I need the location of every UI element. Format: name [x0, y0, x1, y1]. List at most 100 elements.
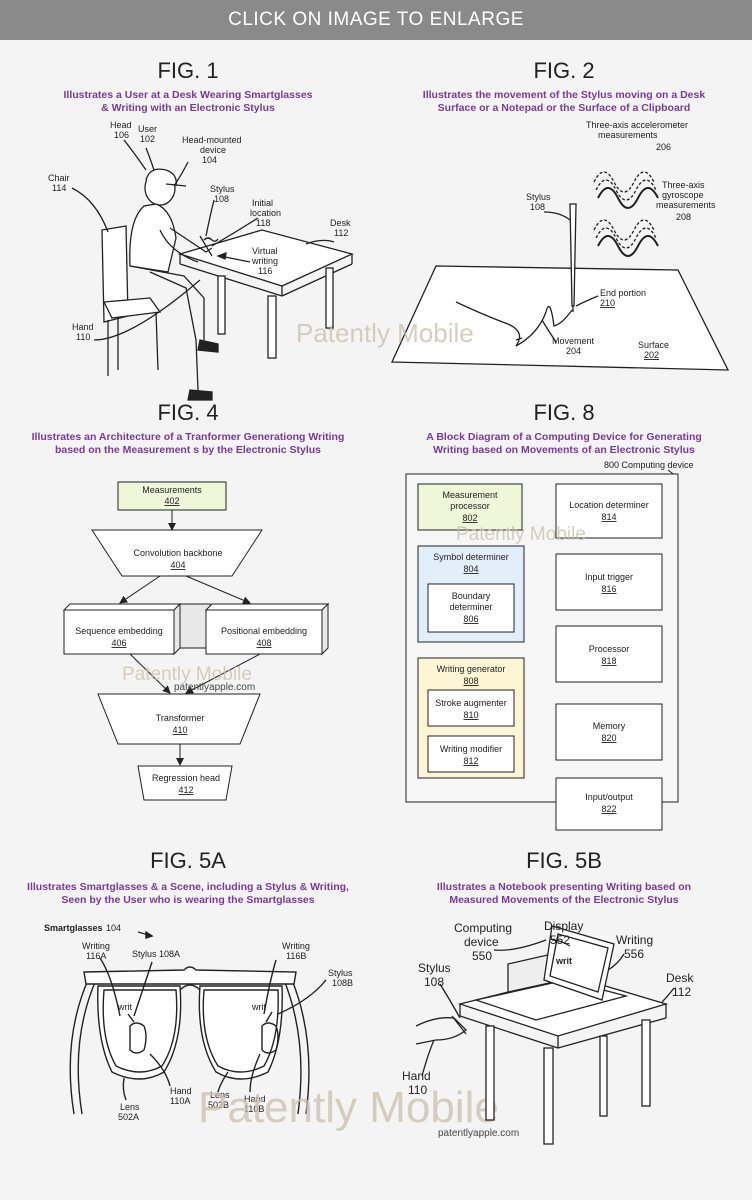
fig8-wm-label: Writing modifier: [440, 744, 502, 754]
fig5b-label-desk-num: 112: [672, 985, 691, 999]
fig5a-caption-line1: Illustrates Smartglasses & a Scene, incl…: [27, 881, 349, 893]
fig5a-writ-a: writ: [117, 1002, 132, 1012]
fig8-boundary-determiner-box: [427, 583, 515, 633]
fig1-label-initial-num: 118: [256, 218, 270, 228]
fig5b-title: FIG. 5B: [526, 848, 602, 873]
fig5a-label-lens-a-num: 502A: [118, 1112, 139, 1122]
fig8-memory-box: [555, 703, 663, 761]
fig1-label-virtual-2: writing: [251, 256, 278, 266]
fig5b-label-writing-num: 556: [624, 947, 644, 961]
fig5a-label-stylus-a: Stylus 108A: [132, 949, 180, 959]
fig1-label-hmd-num: 104: [202, 155, 217, 165]
fig5a-label-hand-b-num: 110B: [244, 1104, 264, 1114]
fig5b-caption-line1: Illustrates a Notebook presenting Writin…: [436, 881, 692, 893]
fig5a-label-hand-a-num: 110A: [170, 1096, 190, 1106]
fig4-positional-label: Positional embedding: [221, 626, 307, 636]
fig8-device-label: 800 Computing device: [604, 460, 694, 470]
fig1-label-chair-num: 114: [52, 183, 66, 193]
fig1-label-hand-num: 110: [76, 332, 90, 342]
fig5b-panel: FIG. 5B Illustrates a Notebook presentin…: [376, 840, 752, 1200]
fig1-panel: FIG. 1 Illustrates a User at a Desk Wear…: [0, 40, 376, 401]
fig8-sa-num: 810: [463, 710, 478, 720]
fig4-positional-box: [204, 603, 330, 611]
fig5a-watermark: Patently Mobile: [198, 1083, 499, 1132]
fig5b-screen-writ: writ: [555, 956, 572, 966]
fig8-io-box: [555, 777, 663, 831]
fig5a-writ-b: writ: [251, 1002, 266, 1012]
fig2-label-surface-num: 202: [644, 350, 659, 360]
fig8-ld-label: Location determiner: [569, 500, 649, 510]
fig8-bd-label-1: Boundary: [452, 591, 491, 601]
fig5a-label-writing-b: Writing: [282, 941, 310, 951]
fig4-title: FIG. 4: [157, 400, 219, 425]
fig1-label-virtual-1: Virtual: [252, 246, 277, 256]
fig5a-label-stylus-b: Stylus: [328, 968, 353, 978]
fig1-label-stylus-num: 108: [214, 194, 229, 204]
fig1-label-desk: Desk: [330, 218, 351, 228]
fig8-proc-num: 818: [601, 656, 616, 666]
fig4-measurements-num: 402: [164, 496, 179, 506]
fig8-measurement-processor-box: [417, 483, 523, 531]
fig5b-label-display: Display: [544, 919, 583, 933]
fig5a-panel: FIG. 5A Illustrates Smartglasses & a Sce…: [0, 840, 499, 1200]
fig5a-label-smartglasses: Smartglasses: [44, 923, 103, 933]
fig8-input-trigger-box: [555, 553, 663, 611]
fig4-sequence-num: 406: [111, 638, 126, 648]
fig4-convolution-num: 404: [170, 560, 185, 570]
fig8-it-num: 816: [601, 584, 616, 594]
fig8-proc-label: Processor: [589, 644, 630, 654]
fig1-label-initial-1: Initial: [252, 198, 273, 208]
fig5a-drawing: Smartglasses 104 Writing 116A Stylus 108…: [44, 923, 499, 1132]
fig1-label-head-num: 106: [114, 130, 129, 140]
fig5a-label-stylus-b-num: 108B: [332, 978, 353, 988]
fig5b-label-stylus-num: 108: [424, 975, 444, 989]
fig5b-label-hand-num: 110: [408, 1083, 427, 1097]
fig4-sequence-label: Sequence embedding: [75, 626, 163, 636]
fig1-label-initial-2: location: [250, 208, 281, 218]
fig8-stroke-augmenter-box: [427, 689, 515, 727]
fig8-sd-num: 804: [463, 564, 478, 574]
fig5a-label-lens-b-num: 502B: [208, 1100, 229, 1110]
fig8-mp-label-1: Measurement: [442, 490, 498, 500]
fig8-panel: FIG. 8 A Block Diagram of a Computing De…: [376, 400, 752, 840]
fig4-diagram: Measurements 402 Convolution backbone 40…: [62, 481, 330, 801]
fig4-regression-num: 412: [178, 785, 193, 795]
fig4-regression-box: [137, 765, 233, 801]
fig5a-label-lens-b: Lens: [210, 1090, 230, 1100]
fig2-drawing: Three-axis accelerometer measurements 20…: [390, 120, 730, 371]
fig8-mp-num: 802: [462, 513, 477, 523]
fig2-label-gyro-2: gyroscope: [662, 190, 704, 200]
fig2-label-accel-1: Three-axis accelerometer: [586, 120, 688, 130]
fig1-title: FIG. 1: [157, 58, 219, 83]
fig5b-label-desk: Desk: [666, 971, 694, 985]
fig5b-label-computing-2: device: [464, 935, 499, 949]
fig8-mp-label-2: processor: [450, 501, 490, 511]
fig2-label-stylus: Stylus: [526, 192, 551, 202]
fig4-watermark: Patently Mobile: [122, 664, 252, 685]
fig5a-title: FIG. 5A: [150, 848, 226, 873]
fig2-label-end-num: 210: [600, 298, 615, 308]
fig5b-site-url: patentlyapple.com: [438, 1128, 519, 1139]
fig1-label-chair: Chair: [48, 173, 70, 183]
fig1-label-desk-num: 112: [334, 228, 348, 238]
fig8-location-determiner-box: [555, 483, 663, 539]
fig5b-caption-line2: Measured Movements of the Electronic Sty…: [449, 894, 679, 906]
fig4-transformer-label: Transformer: [156, 713, 205, 723]
fig5b-label-display-num: 552: [550, 933, 570, 947]
enlarge-banner[interactable]: CLICK ON IMAGE TO ENLARGE: [0, 0, 752, 40]
fig1-label-user-num: 102: [140, 134, 155, 144]
fig8-title: FIG. 8: [533, 400, 595, 425]
fig1-caption-line2: & Writing with an Electronic Stylus: [101, 102, 275, 114]
fig4-transformer-num: 410: [172, 725, 187, 735]
fig8-wg-label: Writing generator: [437, 664, 506, 674]
fig8-writing-modifier-box: [427, 735, 515, 773]
fig5b-label-computing-num: 550: [472, 949, 492, 963]
fig5a-label-hand-a: Hand: [170, 1086, 192, 1096]
fig5b-label-writing: Writing: [616, 933, 653, 947]
fig4-measurements-label: Measurements: [142, 485, 202, 495]
fig8-bd-label-2: determiner: [449, 602, 492, 612]
fig2-label-end: End portion: [600, 288, 646, 298]
fig8-processor-box: [555, 625, 663, 683]
fig2-label-movement: Movement: [552, 336, 595, 346]
fig2-caption-line1: Illustrates the movement of the Stylus m…: [422, 89, 706, 101]
